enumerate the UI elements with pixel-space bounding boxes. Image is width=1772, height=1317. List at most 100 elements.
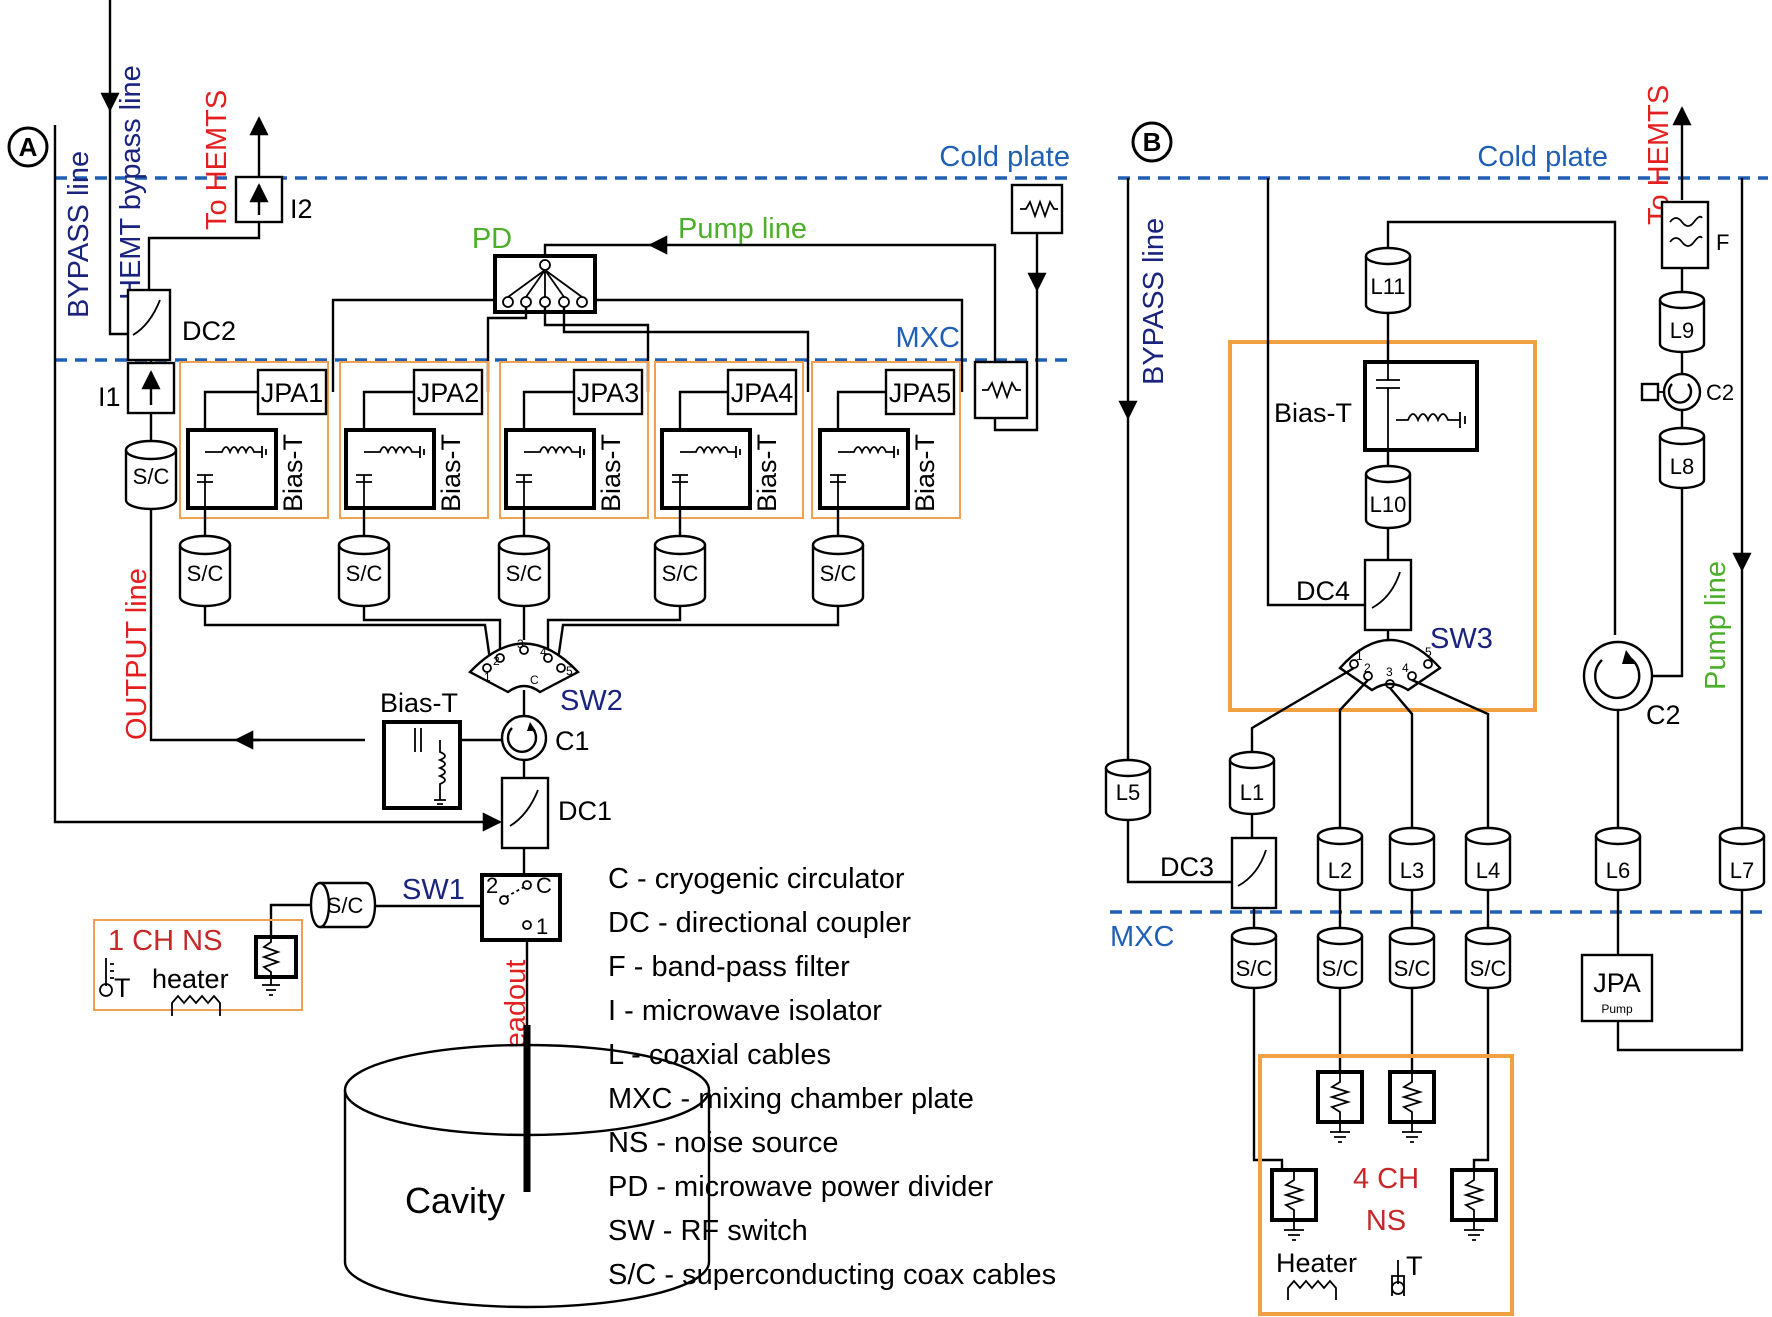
l9-label: L9 xyxy=(1670,318,1694,343)
i1-label: I1 xyxy=(98,382,121,412)
l11-to-c2 xyxy=(1386,220,1617,635)
dc3-label: DC3 xyxy=(1160,852,1214,882)
bias-t-label-4: Bias-T xyxy=(752,434,782,512)
sc-output xyxy=(124,439,178,511)
bypass-line-a xyxy=(53,125,502,832)
jpa1-label: JPA1 xyxy=(261,378,324,408)
c2-small-symbol xyxy=(1667,383,1693,404)
jpa-chain-4: JPA4 Bias-T xyxy=(654,361,804,545)
filter-f-symbol xyxy=(1669,215,1703,247)
sw1-port-1: 1 xyxy=(536,914,548,939)
l6-label: L6 xyxy=(1606,858,1630,883)
temp-label-b: T xyxy=(1406,1251,1423,1281)
pd-ports xyxy=(502,259,588,308)
sw3-label: SW3 xyxy=(1430,623,1493,655)
pd-label: PD xyxy=(472,223,512,255)
sw3-to-l3 xyxy=(1389,687,1414,828)
legend-item-4: L - coaxial cables xyxy=(608,1039,831,1071)
c1-symbol xyxy=(506,727,538,753)
sw2-port-1: 1 xyxy=(484,670,491,684)
bias-t-readout-coil xyxy=(434,740,446,805)
sw3-port-2: 2 xyxy=(1364,661,1371,675)
c1-arrowhead xyxy=(527,722,536,731)
sw2-port-4: 4 xyxy=(540,645,547,659)
l4-label: L4 xyxy=(1476,858,1500,883)
cable-l5 xyxy=(1104,758,1152,822)
l5-to-dc3 xyxy=(1126,820,1232,884)
jpa4 xyxy=(726,368,798,416)
sw2-label: SW2 xyxy=(560,685,623,717)
c2-label: C2 xyxy=(1646,700,1681,730)
panel-b-badge: B xyxy=(1131,121,1173,163)
filter-f xyxy=(1660,200,1710,270)
jpa5-label: JPA5 xyxy=(889,378,952,408)
sw3-to-l2 xyxy=(1338,679,1369,828)
bypass-line-label-a: BYPASS line xyxy=(63,151,95,318)
legend-item-0: C - cryogenic circulator xyxy=(608,863,905,895)
jpa-chain-1: JPA1 Bias-T xyxy=(179,361,329,545)
jpa-chain-5: JPA5 Bias-T xyxy=(811,361,961,545)
panel-a-label: A xyxy=(19,132,38,162)
bypass-line-label-b: BYPASS line xyxy=(1138,218,1170,385)
dc4 xyxy=(1363,558,1413,632)
sc5-to-sw2 xyxy=(556,606,840,661)
legend-item-6: NS - noise source xyxy=(608,1127,839,1159)
sc-a-1-label: S/C xyxy=(187,561,224,586)
bias-t-readout xyxy=(382,720,462,810)
bias-t-label-3: Bias-T xyxy=(596,434,626,512)
legend-item-8: SW - RF switch xyxy=(608,1215,808,1247)
cavity-label: Cavity xyxy=(405,1180,505,1221)
l8-label: L8 xyxy=(1670,454,1694,479)
attenuator-cold-a-symbol xyxy=(1020,199,1058,219)
dc4-label: DC4 xyxy=(1296,576,1350,606)
ns-a-resistor xyxy=(254,935,298,979)
cable-l7 xyxy=(1718,826,1766,892)
cable-l11 xyxy=(1364,246,1412,315)
bias-t-b xyxy=(1363,360,1479,452)
sw3-port-4: 4 xyxy=(1402,661,1409,675)
pump-line-a-pd xyxy=(543,243,650,256)
ns-b-box xyxy=(1258,1054,1514,1316)
ns-b-resistors xyxy=(1270,1070,1498,1241)
c2-small-termination xyxy=(1640,382,1660,402)
legend-item-9: S/C - superconducting coax cables xyxy=(608,1259,1056,1291)
sw1-label: SW1 xyxy=(402,874,465,906)
legend-item-1: DC - directional coupler xyxy=(608,907,911,939)
jpa-b-label: JPA xyxy=(1593,968,1641,998)
sw3-box xyxy=(1228,340,1537,712)
bias-t-label-2: Bias-T xyxy=(436,434,466,512)
mxc-label-a: MXC xyxy=(896,322,960,354)
heater-label-b: Heater xyxy=(1276,1248,1357,1278)
bias-t-b-cap xyxy=(1376,362,1400,450)
sw2-port-3: 3 xyxy=(517,637,524,651)
ns-a-resistor-symbol xyxy=(261,937,281,996)
sc-b-3-label: S/C xyxy=(1394,956,1431,981)
pd-to-jpa1 xyxy=(331,298,495,392)
dc1-coupling xyxy=(509,789,539,827)
heater-icon-a xyxy=(171,994,221,1016)
sc-a-3-label: S/C xyxy=(506,561,543,586)
jpa-chain-2: JPA2 Bias-T xyxy=(339,361,489,545)
l11-label: L11 xyxy=(1370,274,1405,299)
sw3-to-l1 xyxy=(1250,666,1355,752)
dc2-label: DC2 xyxy=(182,316,236,346)
jpa1 xyxy=(256,368,328,416)
heater-icon-b xyxy=(1287,1279,1337,1300)
sc-to-ns xyxy=(269,903,311,937)
cable-l8 xyxy=(1658,426,1706,490)
legend-item-2: F - band-pass filter xyxy=(608,951,850,983)
sc-a-2-label: S/C xyxy=(346,561,383,586)
l8-to-c2 xyxy=(1652,488,1684,678)
sc-b-1 xyxy=(1230,926,1278,990)
sc1-to-sw2 xyxy=(203,606,492,661)
l2-label: L2 xyxy=(1328,858,1352,883)
bias-t-label-1: Bias-T xyxy=(278,434,308,512)
bias-t-readout-cap xyxy=(414,728,422,752)
sw2-port-2: 2 xyxy=(493,654,500,668)
sw3-to-l4 xyxy=(1411,678,1490,828)
dc2 xyxy=(126,288,172,362)
jpa3-label: JPA3 xyxy=(577,378,640,408)
cold-plate-label-a: Cold plate xyxy=(939,141,1070,173)
ns-a-label: 1 CH NS xyxy=(108,925,222,957)
